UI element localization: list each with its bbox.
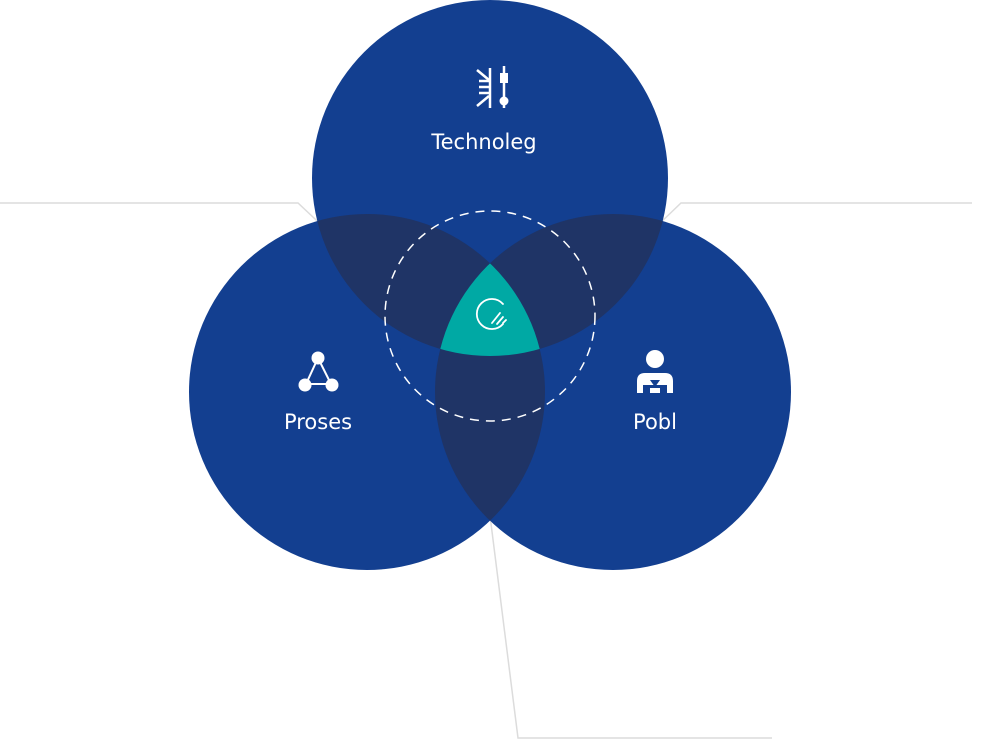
person-icon: [637, 350, 673, 393]
overlap-technology-process: [312, 214, 545, 356]
overlap-technology-people: [435, 214, 668, 356]
label-people: Pobl: [633, 410, 677, 434]
label-process: Proses: [284, 410, 352, 434]
network-triangle-icon: [298, 351, 339, 392]
logo-c-icon: [476, 298, 507, 330]
circuit-icon: [476, 66, 509, 108]
dashed-focus-circle: [384, 210, 596, 422]
connector-line-bottom: [483, 467, 772, 739]
label-technology: Technoleg: [430, 130, 536, 154]
